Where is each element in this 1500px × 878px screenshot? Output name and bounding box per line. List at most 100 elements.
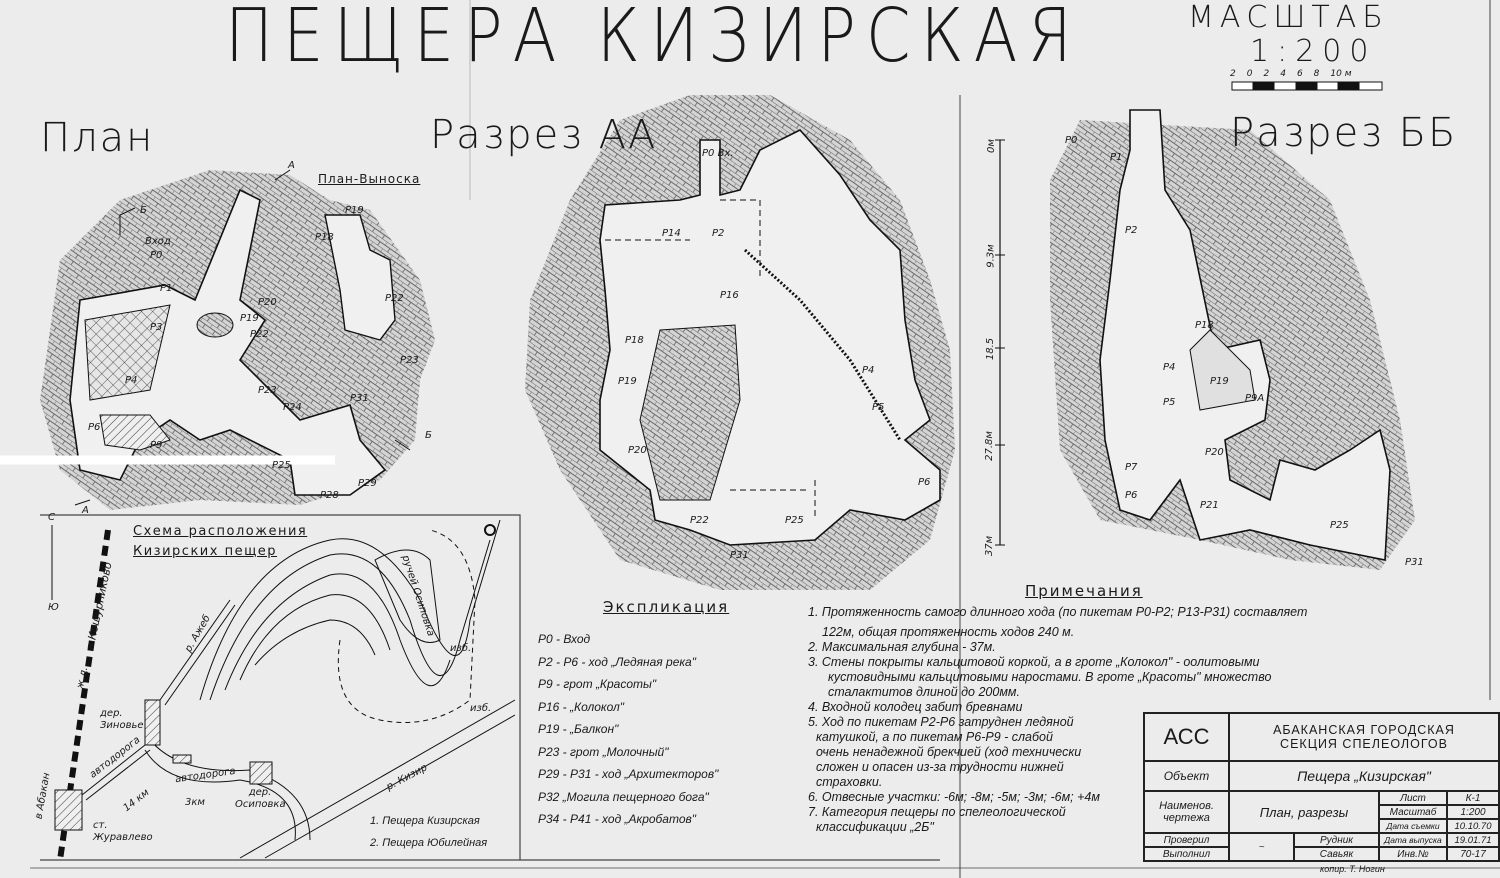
plan-label: P23 (258, 385, 277, 396)
object-value: Пещера „Кизирская" (1229, 761, 1499, 791)
scale-tick: 8 (1313, 69, 1320, 79)
depth-tick: 0м (985, 139, 997, 153)
note-line: катушкой, а по пикетам P6-P9 - слабой (816, 730, 1053, 744)
scale-tick: 6 (1296, 69, 1303, 79)
section-aa (525, 95, 1005, 590)
note-line: 1. Протяженность самого длинного хода (п… (808, 605, 1308, 619)
inv-label: Инв.№ (1379, 847, 1447, 861)
note-line: очень ненадежной брекчией (ход техническ… (816, 745, 1082, 759)
section-bb-label: P6 (1125, 490, 1138, 501)
title-block: АСС АБАКАНСКАЯ ГОРОДСКАЯ СЕКЦИЯ СПЕЛЕОЛО… (1143, 712, 1500, 862)
org-code: АСС (1144, 713, 1229, 761)
note-line: 7. Категория пещеры по спелеологической (808, 805, 1066, 819)
plan-label: P23 (400, 355, 419, 366)
section-bb-label: P5 (1163, 397, 1176, 408)
plan-label: P20 (258, 297, 277, 308)
done-name: Савьяк (1294, 847, 1379, 861)
section-bb (1050, 109, 1415, 570)
plan-title: План (40, 115, 155, 161)
plan-label: P29 (358, 478, 377, 489)
scheme-label: изб. (470, 703, 492, 714)
section-bb-label: P21 (1200, 500, 1219, 511)
section-aa-label: P6 (918, 477, 931, 488)
section-aa-label: P4 (862, 365, 875, 376)
plan-label: P28 (320, 490, 339, 501)
explication-item: P32 „Могила пещерного бога" (538, 789, 709, 804)
plan-inset-title: План-Выноска (318, 172, 421, 186)
org-name-line: АБАКАНСКАЯ ГОРОДСКАЯ (1273, 723, 1455, 737)
plan-label: Б (425, 430, 432, 441)
scheme-title-line: Схема расположения (133, 524, 308, 539)
object-label: Объект (1144, 761, 1229, 791)
note-line: 6. Отвесные участки: -6м; -8м; -5м; -3м;… (808, 790, 1100, 804)
scale-label: МАСШТАБ (1188, 0, 1389, 35)
section-aa-label: P25 (785, 515, 804, 526)
section-bb-label: P18 (1195, 320, 1214, 331)
plan-label: А (288, 160, 295, 171)
checked-name: Рудник (1294, 833, 1379, 847)
note-line: 3. Стены покрыты кальцитовой коркой, а в… (808, 655, 1260, 669)
plan-label: Б (140, 205, 147, 216)
explication-item: P2 - P6 - ход „Ледяная река" (538, 654, 696, 669)
section-bb-label: P4 (1163, 362, 1176, 373)
explication-item: P23 - грот „Молочный" (538, 744, 669, 759)
legend-item: 2. Пещера Юбилейная (370, 837, 488, 849)
plan-label: P25 (272, 460, 291, 471)
scheme-label: дер. Осиповка (235, 787, 286, 810)
explication-item: P34 - P41 - ход „Акробатов" (538, 812, 697, 826)
section-bb-label: P19 (1210, 376, 1229, 387)
org-name: АБАКАНСКАЯ ГОРОДСКАЯ СЕКЦИЯ СПЕЛЕОЛОГОВ (1229, 713, 1499, 761)
scale-tick: 2 (1230, 69, 1236, 79)
note-line: сложен и опасен из-за трудности нижней (816, 760, 1064, 774)
explication-item: P0 - Вход (538, 632, 591, 646)
scheme-label: ст. Журавлево (93, 820, 153, 843)
note-line: 122м, общая протяженность ходов 240 м. (822, 625, 1075, 639)
section-bb-label: P0 (1065, 135, 1078, 146)
section-bb-label: P31 (1405, 557, 1424, 568)
legend-item: 1. Пещера Кизирская (370, 815, 480, 827)
section-aa-label: P5 (872, 402, 885, 413)
note-line: сталактитов длиной до 200мм. (828, 685, 1020, 699)
scheme-label: изб. (450, 643, 472, 654)
section-bb-label: P1 (1110, 152, 1123, 163)
note-line: 5. Ход по пикетам P2-P6 затруднен ледяно… (808, 715, 1074, 729)
section-bb-label: P2 (1125, 225, 1138, 236)
scale-ticks: 2 0 2 4 6 8 10 м (1230, 69, 1352, 80)
notes-title: Примечания (1025, 582, 1143, 600)
section-bb-label: P7 (1125, 462, 1138, 473)
scheme-title: Схема расположения Кизирских пещер (133, 522, 307, 562)
scale-ratio: 1:200 (1250, 34, 1377, 69)
inv-value: 70-17 (1447, 847, 1499, 861)
sheet-frame (30, 0, 1500, 878)
section-aa-label: P18 (625, 335, 644, 346)
scheme-label: дер. Зиновье (100, 708, 144, 731)
explication-title: Экспликация (603, 598, 730, 616)
south-label: Ю (48, 602, 59, 613)
depth-tick: 9.3м (985, 244, 997, 268)
notes-list: 1. Протяженность самого длинного хода (п… (808, 605, 1307, 835)
plan-label: Вход (145, 236, 171, 247)
drawing-value: План, разрезы (1229, 791, 1379, 833)
org-name-line: СЕКЦИЯ СПЕЛЕОЛОГОВ (1280, 737, 1448, 751)
scale-tick: 4 (1280, 69, 1286, 79)
plan-label: P18 (315, 232, 334, 243)
scheme-legend: 1. Пещера Кизирская 2. Пещера Юбилейная (370, 810, 487, 854)
location-scheme-map (51, 519, 516, 861)
note-line: страховки. (816, 775, 883, 789)
survey-date-label: Дата съемки (1379, 819, 1447, 833)
section-aa-label: P14 (662, 228, 681, 239)
checked-label: Проверил (1144, 833, 1229, 847)
scale-label-cell: Масштаб (1379, 805, 1447, 819)
depth-tick: 18.5 (985, 337, 997, 361)
depth-tick: 37м (984, 535, 996, 557)
scale-tick: 2 (1263, 69, 1270, 79)
note-line: 2. Максимальная глубина - 37м. (808, 640, 996, 654)
drawing-title: ПЕЩЕРА КИЗИРСКАЯ (225, 0, 1082, 80)
note-line: 4. Входной колодец забит бревнами (808, 700, 1023, 714)
sheet-value: К-1 (1447, 791, 1499, 805)
plan-label: P6 (88, 422, 101, 433)
scale-tick: 0 (1246, 69, 1253, 79)
scale-value-cell: 1:200 (1447, 805, 1499, 819)
plan-label: P31 (350, 393, 369, 404)
